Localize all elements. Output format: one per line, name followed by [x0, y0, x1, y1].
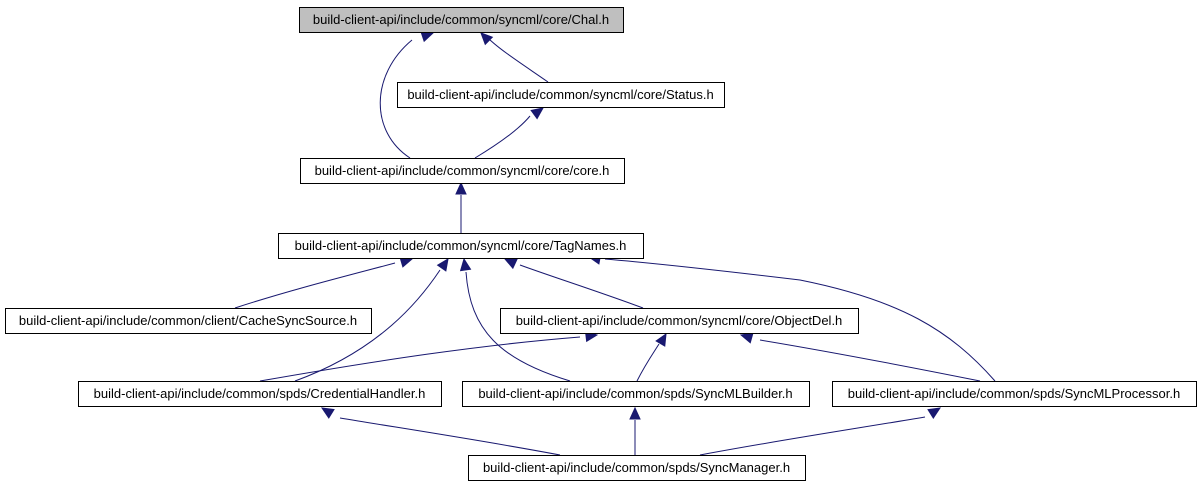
arrowhead-icon: [455, 181, 467, 195]
node-label: build-client-api/include/common/spds/Cre…: [94, 386, 426, 401]
node-label: build-client-api/include/common/spds/Syn…: [848, 386, 1180, 401]
edges-layer: [234, 31, 996, 456]
arrowhead-icon: [459, 257, 472, 272]
nodes-layer: build-client-api/include/common/syncml/c…: [5, 7, 1197, 481]
edge-manager-to-builder: [629, 406, 641, 455]
arrowhead-icon: [739, 332, 754, 344]
edge-line: [474, 115, 531, 159]
edge-line: [699, 416, 926, 456]
edge-core-to-chal: [379, 31, 435, 159]
arrowhead-icon: [420, 31, 435, 43]
node-label: build-client-api/include/common/syncml/c…: [407, 87, 713, 102]
arrowhead-icon: [480, 32, 494, 46]
node-processor[interactable]: build-client-api/include/common/spds/Syn…: [832, 381, 1197, 407]
node-box: [462, 381, 810, 407]
arrowhead-icon: [629, 406, 641, 420]
edge-processor-to-objectdel: [739, 332, 981, 382]
edge-line: [636, 343, 660, 382]
arrowhead-icon: [320, 407, 335, 419]
arrowhead-icon: [503, 258, 518, 270]
edge-line: [759, 339, 981, 382]
node-credential[interactable]: build-client-api/include/common/spds/Cre…: [78, 381, 442, 407]
node-status[interactable]: build-client-api/include/common/syncml/c…: [397, 82, 725, 108]
edge-core-to-status: [474, 107, 544, 159]
node-label: build-client-api/include/common/syncml/c…: [516, 313, 843, 328]
node-box: [397, 82, 725, 108]
edge-tagnames-to-core: [455, 181, 467, 233]
node-label: build-client-api/include/common/syncml/c…: [315, 163, 610, 178]
node-label: build-client-api/include/common/spds/Syn…: [478, 386, 792, 401]
arrowhead-icon: [655, 332, 667, 347]
edge-cachesync-to-tagnames: [234, 256, 414, 309]
arrowhead-icon: [927, 407, 942, 419]
node-builder[interactable]: build-client-api/include/common/spds/Syn…: [462, 381, 810, 407]
edge-line: [339, 417, 561, 456]
edge-line: [604, 258, 996, 382]
node-objectdel[interactable]: build-client-api/include/common/syncml/c…: [500, 308, 859, 334]
edge-credential-to-objectdel: [259, 330, 599, 382]
edge-line: [465, 271, 571, 382]
arrowhead-icon: [530, 107, 544, 120]
node-label: build-client-api/include/common/syncml/c…: [313, 12, 609, 27]
node-cachesync[interactable]: build-client-api/include/common/client/C…: [5, 308, 372, 334]
edge-manager-to-credential: [320, 407, 561, 456]
node-box: [832, 381, 1197, 407]
edge-line: [234, 262, 396, 309]
edge-manager-to-processor: [699, 407, 942, 456]
node-box: [500, 308, 859, 334]
edge-line: [294, 269, 441, 382]
node-label: build-client-api/include/common/client/C…: [19, 313, 357, 328]
edge-builder-to-tagnames: [459, 257, 571, 382]
node-manager[interactable]: build-client-api/include/common/spds/Syn…: [468, 455, 806, 481]
edge-line: [259, 336, 581, 382]
node-tagnames[interactable]: build-client-api/include/common/syncml/c…: [278, 233, 644, 259]
node-label: build-client-api/include/common/spds/Syn…: [483, 460, 790, 475]
edge-line: [487, 37, 549, 83]
node-box: [468, 455, 806, 481]
edge-line: [519, 264, 644, 309]
node-box: [78, 381, 442, 407]
edge-credential-to-tagnames: [294, 258, 449, 382]
node-box: [278, 233, 644, 259]
edge-status-to-chal: [480, 32, 549, 83]
node-box: [299, 7, 624, 33]
node-core[interactable]: build-client-api/include/common/syncml/c…: [300, 158, 625, 184]
edge-line: [379, 39, 413, 159]
node-label: build-client-api/include/common/syncml/c…: [295, 238, 627, 253]
edge-objectdel-to-tagnames: [503, 258, 644, 309]
node-box: [300, 158, 625, 184]
edge-builder-to-objectdel: [636, 332, 667, 382]
node-chal[interactable]: build-client-api/include/common/syncml/c…: [299, 7, 624, 33]
arrowhead-icon: [436, 258, 449, 272]
node-box: [5, 308, 372, 334]
